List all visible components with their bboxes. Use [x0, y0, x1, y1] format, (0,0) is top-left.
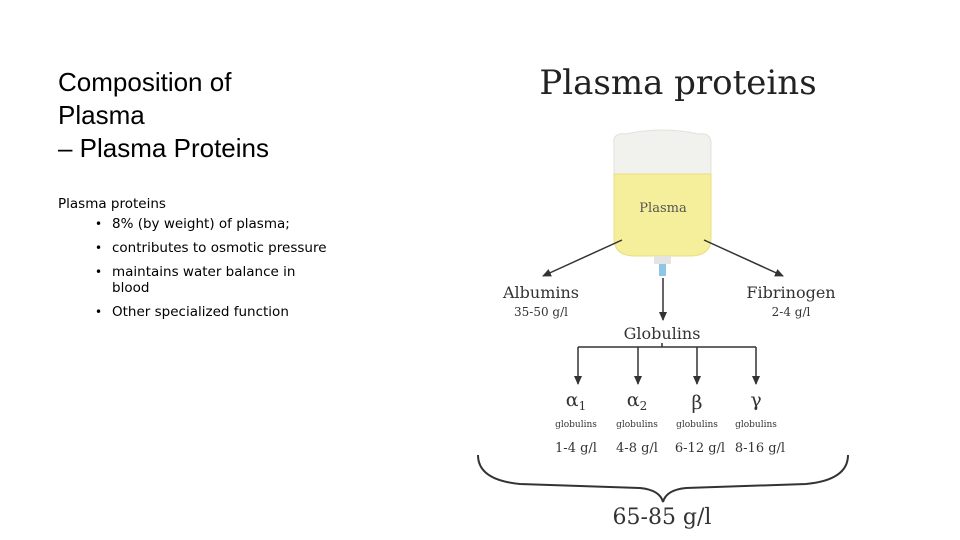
- bullet-item: contributes to osmotic pressure: [95, 240, 328, 256]
- globulins-label: Globulins: [624, 324, 701, 343]
- subtype-beta: β globulins 6-12 g/l: [675, 392, 725, 456]
- bag-tube: [659, 264, 666, 276]
- fibrinogen-value: 2-4 g/l: [772, 305, 811, 319]
- bag-top: [613, 129, 712, 177]
- gamma-symbol: γ: [750, 389, 761, 411]
- bullet-list: 8% (by weight) of plasma; contributes to…: [58, 216, 328, 320]
- alpha1-value: 1-4 g/l: [555, 441, 597, 456]
- gamma-label: globulins: [735, 420, 777, 430]
- gamma-value: 8-16 g/l: [735, 441, 785, 456]
- gamma-greek: γ: [750, 389, 761, 411]
- albumins-value: 35-50 g/l: [514, 305, 568, 319]
- body-lead: Plasma proteins: [58, 196, 166, 212]
- bullet-item: 8% (by weight) of plasma;: [95, 216, 328, 232]
- total-brace: [477, 454, 849, 503]
- arrow-to-albumins: [542, 239, 623, 277]
- subtype-alpha1: α1 globulins 1-4 g/l: [555, 389, 597, 456]
- plasma-bag: Plasma: [613, 129, 712, 276]
- alpha2-greek: α: [627, 389, 640, 411]
- alpha2-subscript: 2: [640, 399, 648, 413]
- slide-title: Composition of Plasma – Plasma Proteins: [58, 66, 438, 165]
- alpha2-symbol: α2: [627, 389, 647, 413]
- beta-label: globulins: [676, 420, 718, 430]
- bag-neck: [654, 256, 671, 264]
- alpha1-subscript: 1: [579, 399, 587, 413]
- total-value: 65-85 g/l: [613, 505, 712, 530]
- subtype-alpha2: α2 globulins 4-8 g/l: [616, 389, 658, 456]
- alpha2-label: globulins: [616, 420, 658, 430]
- alpha1-label: globulins: [555, 420, 597, 430]
- figure-title: Plasma proteins: [539, 63, 816, 103]
- alpha1-greek: α: [566, 389, 579, 411]
- arrow-to-fibrinogen: [703, 239, 784, 277]
- title-line-3: – Plasma Proteins: [58, 133, 269, 163]
- bullet-item: Other specialized function: [95, 304, 328, 320]
- subtype-gamma: γ globulins 8-16 g/l: [735, 389, 785, 456]
- alpha2-value: 4-8 g/l: [616, 441, 658, 456]
- bag-label: Plasma: [639, 201, 687, 216]
- fibrinogen-label: Fibrinogen: [746, 283, 835, 302]
- bullet-item: maintains water balance in blood: [95, 264, 328, 296]
- slide-body: Plasma proteins 8% (by weight) of plasma…: [58, 196, 328, 328]
- albumins-label: Albumins: [502, 283, 579, 302]
- alpha1-symbol: α1: [566, 389, 586, 413]
- beta-greek: β: [692, 392, 703, 414]
- title-line-1: Composition of: [58, 67, 232, 97]
- beta-value: 6-12 g/l: [675, 441, 725, 456]
- title-line-2: Plasma: [58, 100, 145, 130]
- beta-symbol: β: [692, 392, 703, 414]
